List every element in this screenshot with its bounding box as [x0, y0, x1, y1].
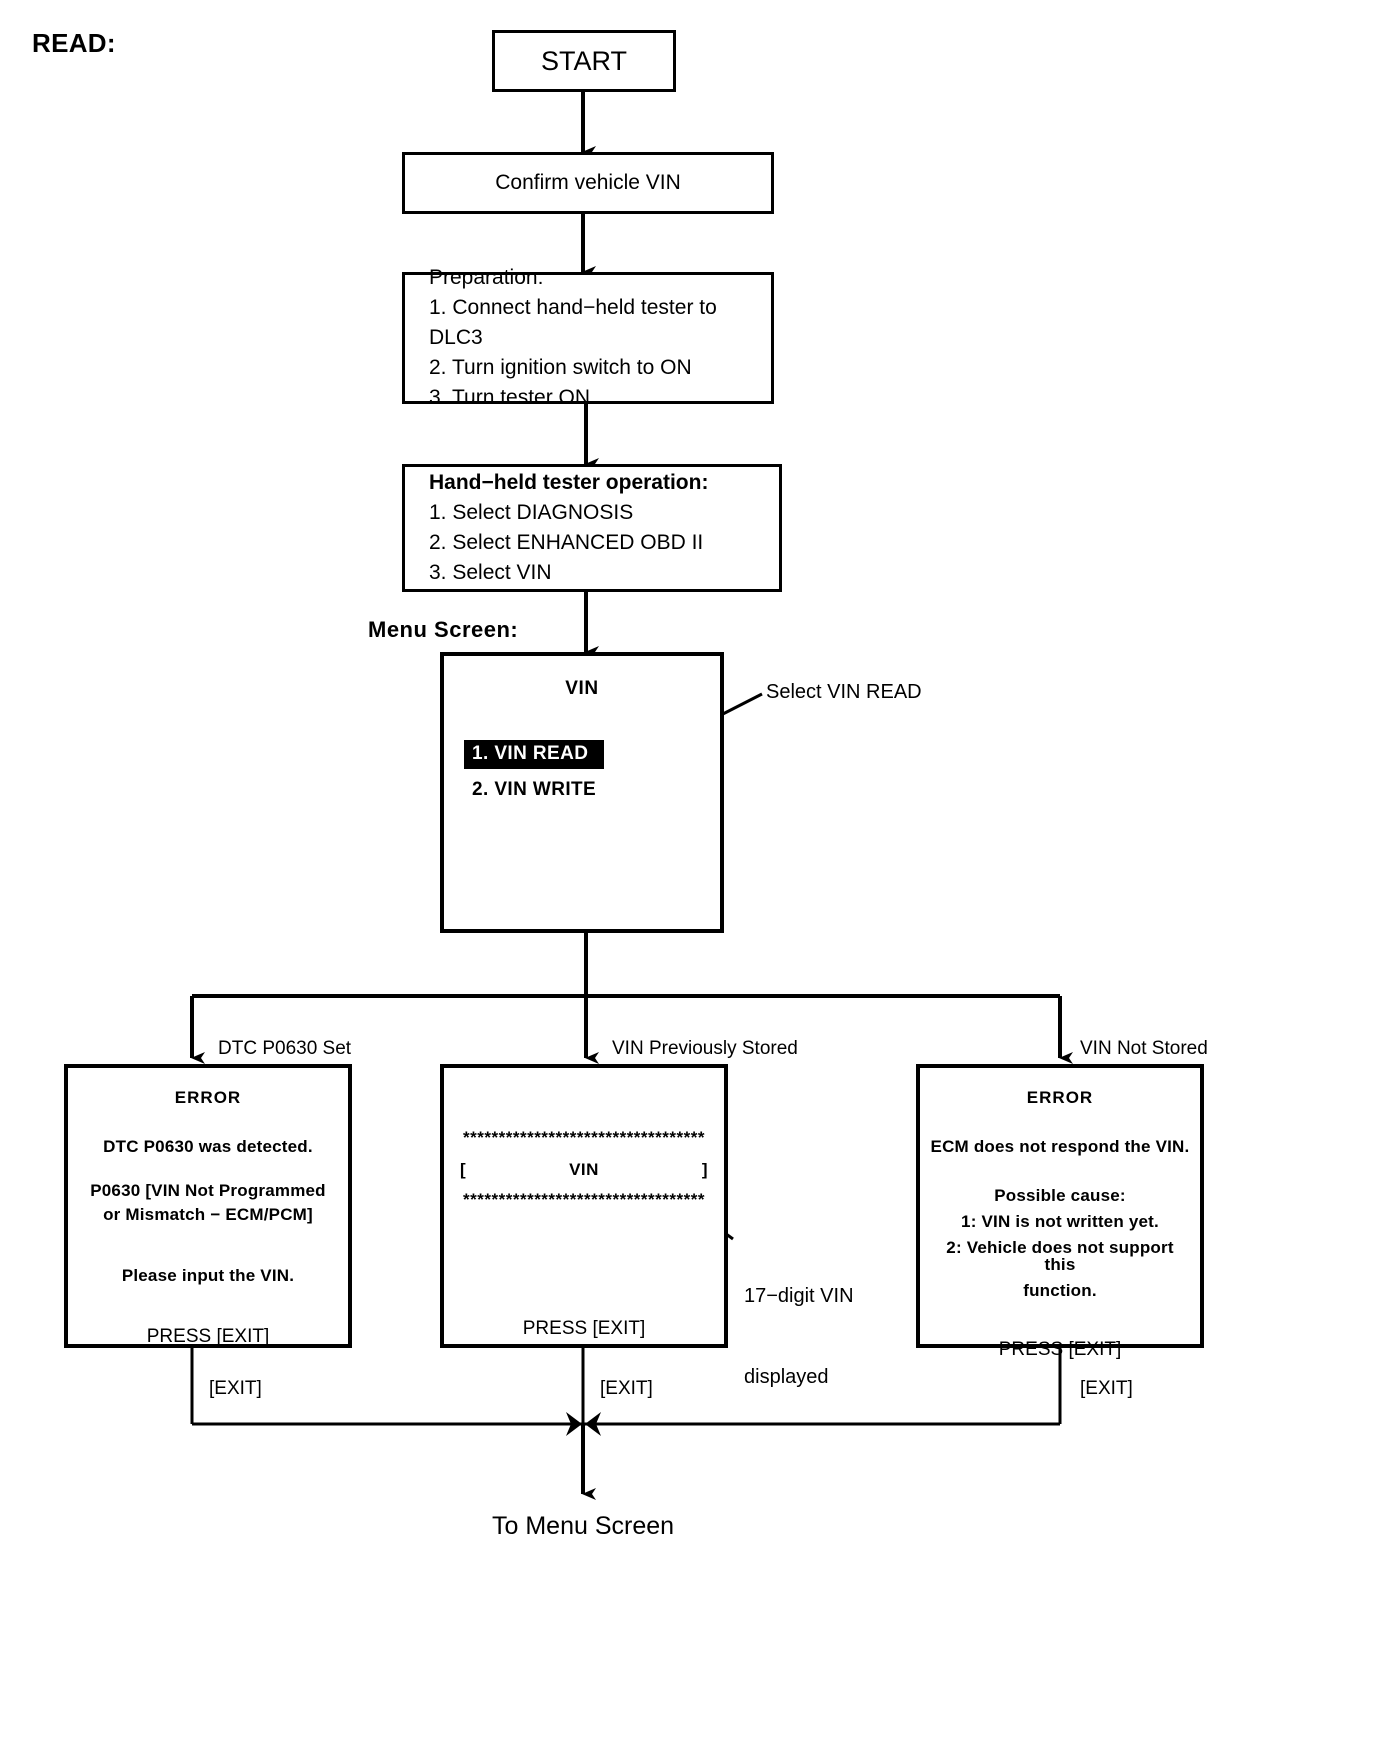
node-confirm-vehicle-vin-label: Confirm vehicle VIN	[495, 171, 681, 194]
vin-stored-footer: PRESS [EXIT]	[522, 1318, 646, 1339]
error-dtc-line-3: or Mismatch − ECM/PCM]	[103, 1205, 313, 1224]
error-dtc-header: ERROR	[174, 1088, 242, 1107]
tester-screen-vin-stored: ********************************** [ VIN…	[440, 1064, 728, 1348]
tester-operation-title: Hand−held tester operation:	[429, 470, 709, 494]
menu-item-list: 1. VIN READ 2. VIN WRITE	[444, 740, 720, 801]
error-not-stored-line-4: 2: Vehicle does not support this	[946, 1238, 1174, 1274]
preparation-title: Preparation:	[429, 265, 544, 289]
tester-operation-step-2: 2. Select ENHANCED OBD II	[429, 531, 704, 554]
menu-item-vin-write[interactable]: 2. VIN WRITE	[464, 779, 720, 801]
exit-label-middle: [EXIT]	[600, 1378, 653, 1399]
node-confirm-vehicle-vin: Confirm vehicle VIN	[402, 152, 774, 214]
menu-screen-label: Menu Screen:	[368, 617, 519, 642]
tester-operation-step-3: 3. Select VIN	[429, 561, 552, 585]
tester-screen-error-not-stored: ERROR ECM does not respond the VIN. Poss…	[916, 1064, 1204, 1360]
error-dtc-line-1: DTC P0630 was detected.	[103, 1137, 313, 1156]
error-not-stored-body: ERROR ECM does not respond the VIN. Poss…	[920, 1068, 1200, 1361]
node-tester-operation: Hand−held tester operation: 1. Select DI…	[402, 464, 782, 592]
error-not-stored-header: ERROR	[1026, 1088, 1094, 1107]
error-dtc-footer: PRESS [EXIT]	[146, 1326, 270, 1347]
error-not-stored-footer: PRESS [EXIT]	[998, 1339, 1122, 1360]
vin-stored-stars-top: **********************************	[463, 1128, 705, 1147]
menu-item-vin-read-label[interactable]: 1. VIN READ	[464, 740, 605, 769]
exit-label-left: [EXIT]	[209, 1378, 262, 1399]
vin-stored-body: ********************************** [ VIN…	[444, 1068, 724, 1340]
tester-screen-menu: VIN 1. VIN READ 2. VIN WRITE	[440, 652, 724, 933]
node-start: START	[492, 30, 676, 92]
vin-stored-stars-bottom: **********************************	[463, 1190, 705, 1209]
preparation-step-1: 1. Connect hand−held tester to DLC3	[429, 295, 717, 349]
vin-value-placeholder: VIN	[569, 1160, 599, 1179]
vin-bracket-right: ]	[701, 1160, 708, 1179]
callout-select-vin-read: Select VIN READ	[766, 681, 922, 703]
tester-operation-step-1: 1. Select DIAGNOSIS	[429, 500, 634, 524]
error-dtc-line-4: Please input the VIN.	[121, 1266, 295, 1285]
tester-screen-error-dtc: ERROR DTC P0630 was detected. P0630 [VIN…	[64, 1064, 352, 1348]
node-start-label: START	[540, 45, 627, 76]
preparation-step-2: 2. Turn ignition switch to ON	[429, 356, 692, 380]
callout-vin-digits-line-1: 17−digit VIN	[744, 1285, 854, 1307]
error-dtc-line-2: P0630 [VIN Not Programmed	[90, 1181, 326, 1200]
node-tester-operation-body: Hand−held tester operation: 1. Select DI…	[405, 468, 779, 588]
callout-vin-digits: 17−digit VIN displayed	[744, 1229, 854, 1445]
section-title: READ:	[32, 28, 116, 58]
error-not-stored-line-2: Possible cause:	[994, 1186, 1126, 1205]
node-preparation: Preparation: 1. Connect hand−held tester…	[402, 266, 774, 409]
error-dtc-body: ERROR DTC P0630 was detected. P0630 [VIN…	[68, 1068, 348, 1348]
error-not-stored-line-3: 1: VIN is not written yet.	[961, 1212, 1159, 1231]
branch-label-vin-not-stored: VIN Not Stored	[1080, 1038, 1208, 1059]
callout-vin-digits-line-2: displayed	[744, 1366, 829, 1388]
branch-label-dtc-set: DTC P0630 Set	[218, 1038, 352, 1059]
vin-stored-value-row: [ VIN ]	[454, 1160, 714, 1180]
branch-label-vin-previously-stored: VIN Previously Stored	[612, 1038, 798, 1059]
preparation-step-3: 3. Turn tester ON	[429, 386, 591, 410]
error-not-stored-line-1: ECM does not respond the VIN.	[930, 1137, 1190, 1156]
vin-bracket-left: [	[460, 1160, 467, 1179]
footer-to-menu-screen: To Menu Screen	[492, 1512, 675, 1540]
tester-screen-title: VIN	[565, 678, 599, 699]
node-preparation-body: Preparation: 1. Connect hand−held tester…	[405, 263, 771, 413]
error-not-stored-line-5: function.	[1023, 1281, 1097, 1300]
exit-label-right: [EXIT]	[1080, 1378, 1133, 1399]
menu-item-vin-read[interactable]: 1. VIN READ	[464, 740, 720, 769]
menu-item-vin-write-label[interactable]: 2. VIN WRITE	[472, 779, 597, 800]
